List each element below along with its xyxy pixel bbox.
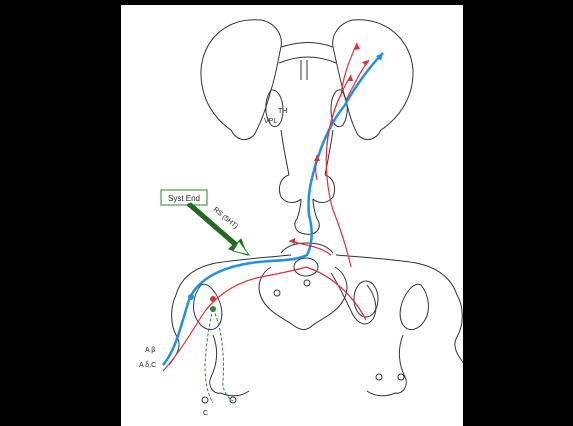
a-delta-c-label: A δ,C	[139, 362, 156, 369]
diagram-panel: Syst End RS (5HT) TH VPL A β A δ,C C	[121, 5, 463, 426]
green-dashed-pathway	[205, 309, 233, 403]
c-label: C	[203, 410, 208, 417]
th-label: TH	[278, 108, 287, 115]
brain-outline	[201, 20, 413, 235]
syst-end-label: Syst End	[168, 194, 200, 203]
pain-pathway-diagram: Syst End RS (5HT) TH VPL A β A δ,C C	[121, 5, 463, 426]
vpl-label: VPL	[264, 118, 277, 125]
spinal-section-outline	[169, 243, 463, 396]
neuron-markers	[202, 280, 404, 403]
a-beta-label: A β	[145, 347, 155, 354]
red-neuron-dot	[210, 296, 216, 302]
